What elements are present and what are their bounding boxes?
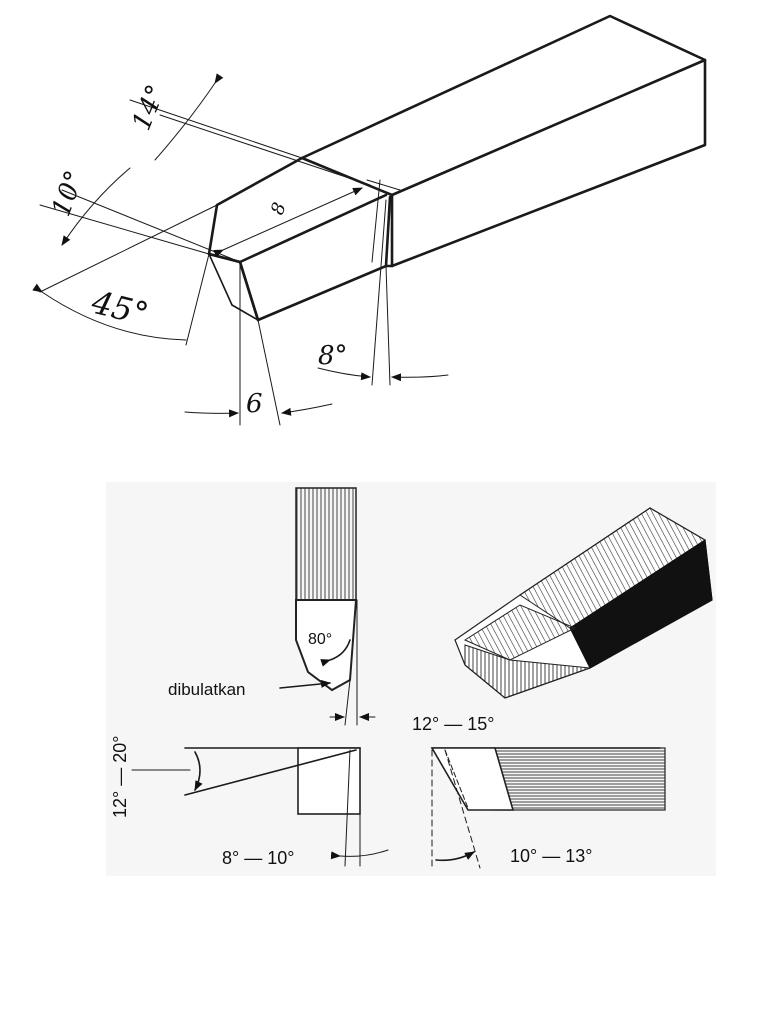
bit-top-view <box>279 487 376 726</box>
dimension-lines <box>32 73 449 426</box>
angle-10-label: 10° <box>46 167 90 221</box>
angle-45-label: 45° <box>87 283 152 334</box>
angle-12-15-label: 12° — 15° <box>412 714 494 734</box>
angle-80-label: 80° <box>308 631 332 648</box>
dimension-8-label: 8 <box>267 200 291 218</box>
bottom-grinding-panel: 80° dibulatkan 12° — 15° 12° — 20° 8° — … <box>106 482 716 876</box>
angle-8-label: 8° <box>318 341 348 371</box>
dimension-6-label: 6 <box>246 389 263 419</box>
top-isometric-tool: 14° 10° 45° 8 8° 6 <box>32 14 707 426</box>
angle-12-20-label: 12° — 20° <box>110 736 130 818</box>
angle-8-10-label: 8° — 10° <box>222 848 294 868</box>
angle-10-13-label: 10° — 13° <box>510 846 592 866</box>
bit-3d-view <box>454 507 713 699</box>
angle-14-label: 14° <box>127 81 172 135</box>
shank-body <box>300 14 707 268</box>
rounded-note-label: dibulatkan <box>168 680 246 699</box>
bit-side-view-left <box>131 747 389 867</box>
bit-side-view-right <box>430 747 666 869</box>
